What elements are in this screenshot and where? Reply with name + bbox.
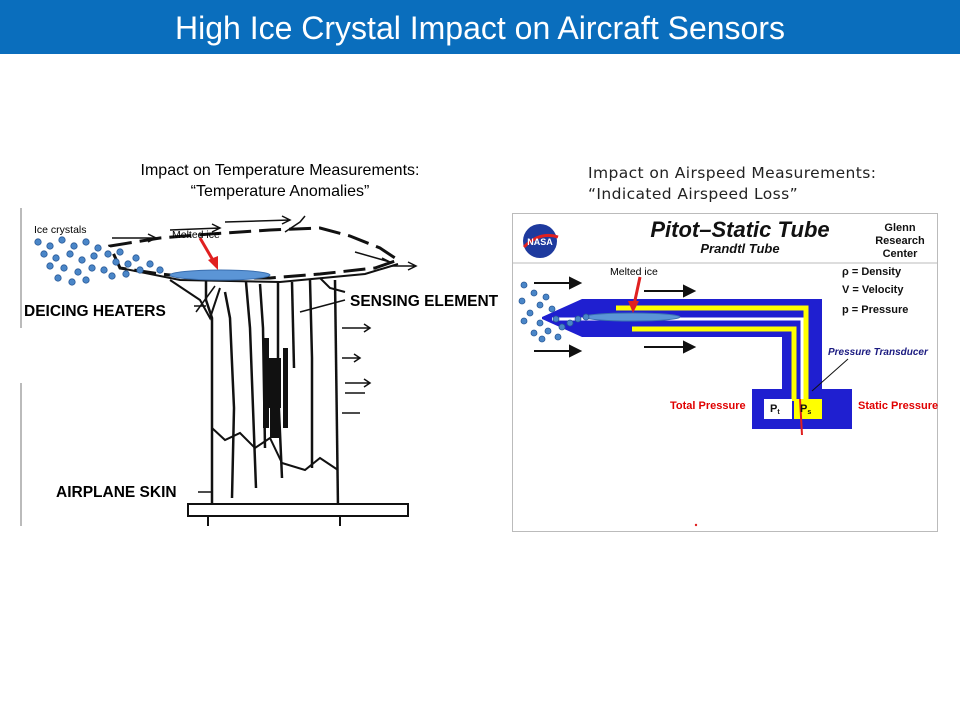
diaphragm-line xyxy=(799,398,803,436)
melted-ice-arrow-right xyxy=(628,276,642,313)
nasa-logo-text: NASA xyxy=(527,237,553,247)
legend-pressure: p = Pressure xyxy=(842,304,908,316)
ice-crystals-right xyxy=(518,281,590,343)
legend-velocity: V = Velocity xyxy=(842,284,904,296)
pt-chamber xyxy=(764,399,792,419)
pt-label: Pt xyxy=(770,403,780,416)
pitot-static-diagram: NASA Pitot–Static Tube Prandtl Tube Glen… xyxy=(512,213,938,533)
red-dot xyxy=(694,523,698,527)
title-bar xyxy=(0,0,960,54)
transducer-leader xyxy=(811,358,849,392)
right-caption-line1: Impact on Airspeed Measurements: xyxy=(588,164,877,182)
ps-label: Ps xyxy=(800,403,811,416)
melted-ice-arrow xyxy=(198,237,218,270)
diagram-subtitle: Prandtl Tube xyxy=(700,241,779,256)
total-pressure-label: Total Pressure xyxy=(670,400,746,412)
diagram-title: Pitot–Static Tube xyxy=(650,217,829,242)
ice-crystals xyxy=(34,236,164,286)
sensing-element-core xyxy=(263,338,288,438)
right-caption-line2: “Indicated Airspeed Loss” xyxy=(588,185,799,203)
org-line2: Research xyxy=(875,235,925,247)
base-plate xyxy=(187,503,409,517)
org-line3: Center xyxy=(883,248,919,260)
nasa-logo: NASA xyxy=(522,224,559,258)
left-caption-line2: “Temperature Anomalies” xyxy=(190,183,370,200)
org-line1: Glenn xyxy=(884,222,915,234)
airplane-skin-label: AIRPLANE SKIN xyxy=(56,484,177,501)
flow-arrows-right xyxy=(342,323,372,414)
ice-crystals-label: Ice crystals xyxy=(34,224,87,236)
legend-density: ρ = Density xyxy=(842,266,902,278)
slide-title: High Ice Crystal Impact on Aircraft Sens… xyxy=(175,10,785,46)
left-caption-line1: Impact on Temperature Measurements: xyxy=(140,162,420,179)
melted-ice-label-right: Melted ice xyxy=(610,266,658,278)
leader-lines xyxy=(194,285,346,493)
flow-arrows-top xyxy=(112,215,418,271)
right-caption: Impact on Airspeed Measurements: “Indica… xyxy=(588,163,878,205)
melted-ice-ellipse xyxy=(169,269,271,281)
sensor-body xyxy=(198,278,350,509)
deicing-heaters-label: DEICING HEATERS xyxy=(24,303,166,320)
melted-ice-tube xyxy=(583,312,681,322)
temperature-sensor-diagram: Ice crystals Melted ice DEICING HEATERS … xyxy=(20,208,510,528)
static-pressure-label: Static Pressure xyxy=(858,400,938,412)
melted-ice-label-left: Melted ice xyxy=(172,229,220,241)
sensing-element-label: SENSING ELEMENT xyxy=(350,293,499,310)
flow-arrows xyxy=(534,276,697,358)
left-caption: Impact on Temperature Measurements: “Tem… xyxy=(110,160,450,202)
pressure-transducer-label: Pressure Transducer xyxy=(828,347,929,358)
